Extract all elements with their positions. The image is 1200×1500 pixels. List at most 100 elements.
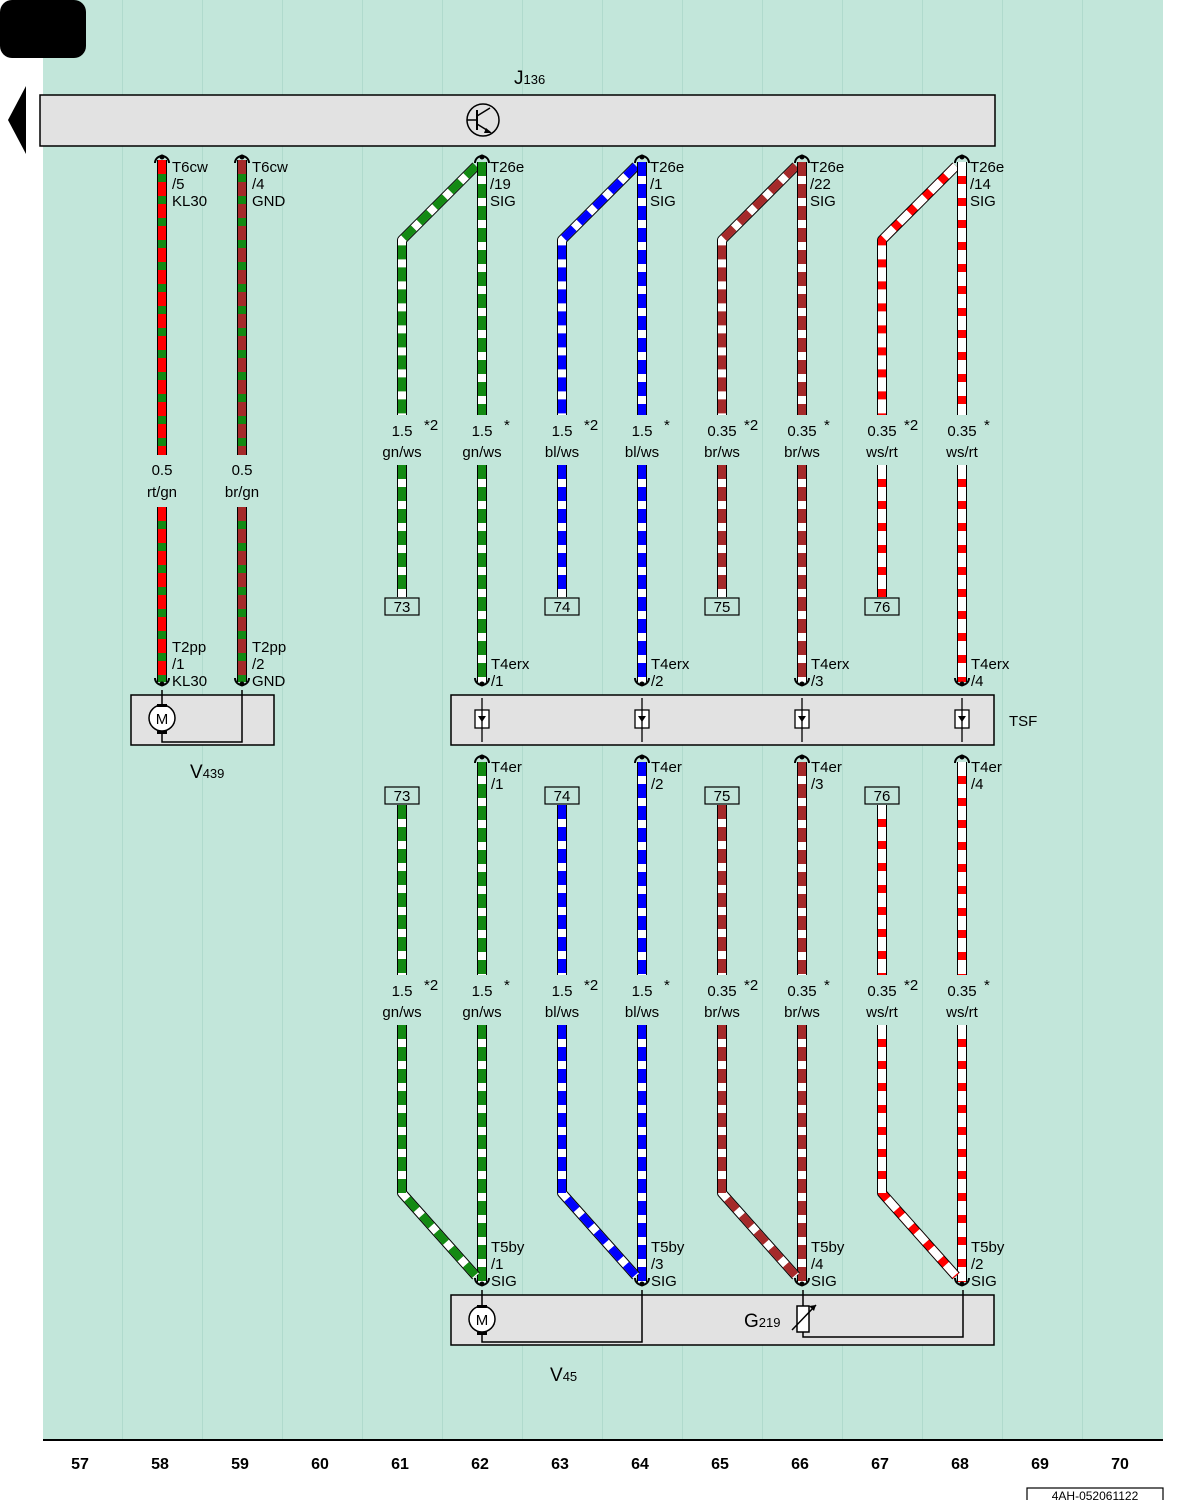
wire-stripe: [398, 163, 479, 415]
wire-note: *2: [424, 417, 438, 434]
wire-note: *2: [584, 977, 598, 994]
connector-label: T4er: [651, 759, 682, 776]
wire-stripe: [718, 1025, 799, 1279]
pin-label: /2: [252, 656, 265, 673]
pin-label: /3: [811, 673, 824, 690]
grid-number: 67: [871, 1456, 889, 1473]
terminal-dot: [239, 154, 245, 160]
wire-note: *: [984, 977, 990, 994]
pin-label: /4: [811, 1256, 824, 1273]
switch-arrow: [958, 716, 966, 722]
motor-v45-circuit: [481, 1290, 643, 1343]
wire-branch-upper: [557, 162, 640, 415]
wire-note: *2: [904, 977, 918, 994]
connector-label: T5by: [811, 1239, 845, 1256]
doc-code: 4AH-052061122: [1052, 1489, 1139, 1500]
pin-label: /22: [810, 176, 831, 193]
wire-color: gn/ws: [462, 444, 501, 461]
pin-label: /14: [970, 176, 991, 193]
grid-number: 57: [71, 1456, 89, 1473]
svg-text:M: M: [156, 711, 169, 728]
grid-number: 60: [311, 1456, 329, 1473]
wire-branch-upper: [717, 162, 800, 415]
wire-size: 1.5: [392, 423, 413, 440]
grid-number: 70: [1111, 1456, 1129, 1473]
wire-branch-lower: [877, 1025, 960, 1280]
signal-label: GND: [252, 193, 286, 210]
connector-label: T26e: [810, 159, 844, 176]
terminal-dot: [959, 681, 965, 687]
wire-size: 0.35: [707, 423, 736, 440]
wire-note: *2: [744, 977, 758, 994]
ref-box: [704, 786, 740, 805]
ref-box: [544, 786, 580, 805]
switch-icon: [954, 698, 970, 742]
wire-color: br/ws: [784, 444, 820, 461]
switch-arrow: [478, 716, 486, 722]
wire-color: rt/gn: [147, 484, 177, 501]
terminal-dot: [479, 154, 485, 160]
wire-note: *: [504, 417, 510, 434]
doc-code-box: [1026, 1487, 1164, 1500]
terminal-dot: [479, 681, 485, 687]
connector-label: T6cw: [172, 159, 208, 176]
wire-note: *: [824, 977, 830, 994]
pin-label: /2: [651, 776, 664, 793]
wire-size: 1.5: [632, 423, 653, 440]
switch-icon: [634, 698, 650, 742]
connector-label: T4er: [491, 759, 522, 776]
terminal-dot: [799, 754, 805, 760]
switch-icon: [474, 698, 490, 742]
grid-number: 59: [231, 1456, 249, 1473]
wire-note: *2: [744, 417, 758, 434]
wire-size: 1.5: [392, 983, 413, 1000]
tsf-box: [450, 694, 995, 746]
wire-branch-lower: [557, 1025, 640, 1280]
wire-size: 1.5: [552, 423, 573, 440]
pin-label: /5: [172, 176, 185, 193]
wire-note: *2: [584, 417, 598, 434]
sensor-circuit: [802, 1290, 964, 1338]
motor-v439-label: V439: [190, 762, 224, 783]
wire-note: *: [504, 977, 510, 994]
sensor-g219-label: G219: [744, 1311, 780, 1332]
terminal-dot: [639, 754, 645, 760]
page-tab[interactable]: [0, 0, 86, 58]
wire-color: br/gn: [225, 484, 259, 501]
wire-size: 0.35: [867, 983, 896, 1000]
pin-label: /1: [491, 1256, 504, 1273]
wires: [157, 160, 967, 1282]
ref-label: 74: [554, 788, 571, 805]
ref-label: 73: [394, 788, 411, 805]
grid-number: 62: [471, 1456, 489, 1473]
connector-label: T5by: [651, 1239, 685, 1256]
terminal-dot: [959, 1281, 965, 1287]
signal-label: SIG: [650, 193, 676, 210]
wire-note: *: [824, 417, 830, 434]
wire-color: bl/ws: [545, 444, 579, 461]
connector-label: T26e: [970, 159, 1004, 176]
wire-stripe: [558, 163, 639, 415]
ref-label: 73: [394, 599, 411, 616]
wire-color: ws/rt: [945, 444, 978, 461]
wire-note: *2: [424, 977, 438, 994]
terminal-dot: [639, 154, 645, 160]
wire-size: 0.5: [232, 462, 253, 479]
wire-stripe: [878, 163, 959, 415]
wire-color: gn/ws: [462, 1004, 501, 1021]
signal-label: SIG: [490, 193, 516, 210]
back-arrow-icon[interactable]: [8, 86, 26, 154]
wire-color: br/ws: [704, 1004, 740, 1021]
signal-label: SIG: [811, 1273, 837, 1290]
ref-box: [384, 786, 420, 805]
pin-label: /3: [651, 1256, 664, 1273]
pin-label: /4: [971, 673, 984, 690]
connectors: [154, 154, 970, 1287]
terminal-dot: [479, 754, 485, 760]
grid-number: 61: [391, 1456, 409, 1473]
terminal-dot: [799, 154, 805, 160]
pin-label: /1: [491, 776, 504, 793]
ref-box: [864, 786, 900, 805]
wire-stripe: [558, 1025, 639, 1279]
